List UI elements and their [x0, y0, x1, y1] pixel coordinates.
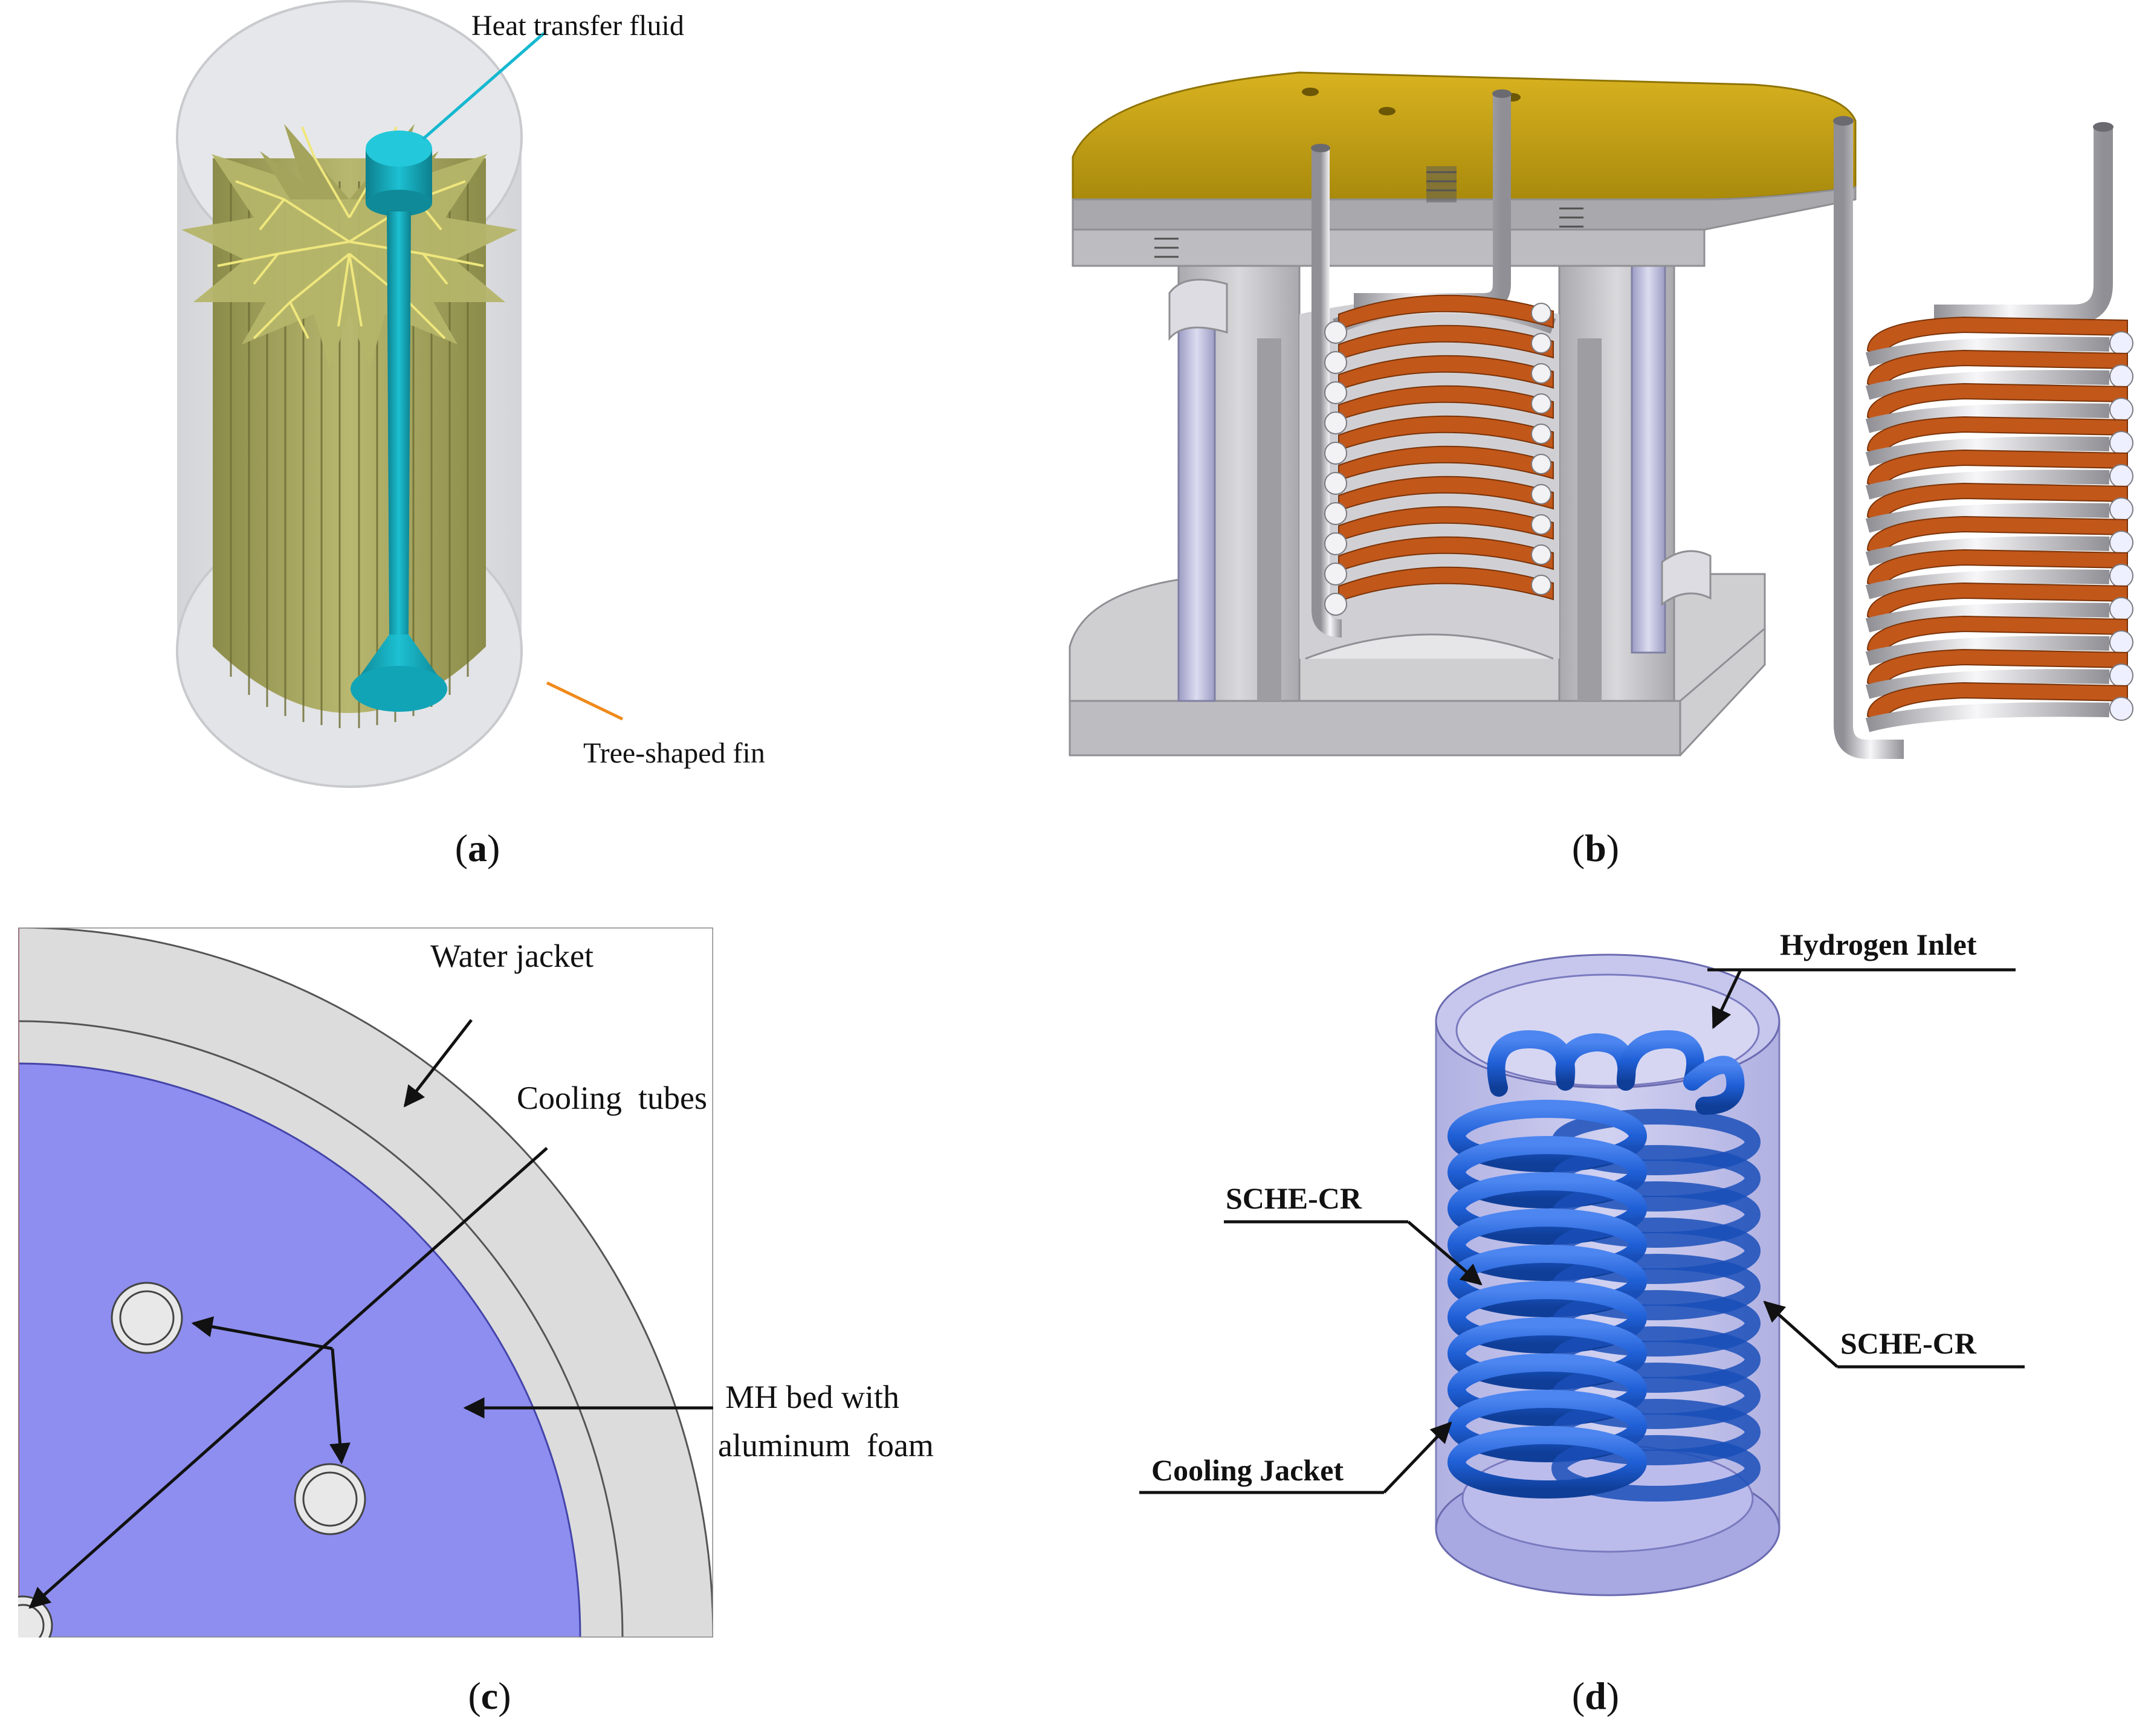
panel-c: Water jacket Cooling tubes MH bed with a… — [18, 928, 934, 1717]
cutaway-fin — [1324, 566, 1554, 616]
caption-b-letter: b — [1585, 827, 1606, 870]
standalone-coil — [1833, 116, 2114, 759]
coil-turn — [1447, 1426, 1761, 1502]
cutaway-fin — [1324, 415, 1554, 465]
fin-bundle — [181, 124, 518, 728]
pointer-sche-cr-left — [1407, 1221, 1483, 1286]
standalone-fin — [1865, 349, 2133, 400]
top-coil-loops — [1487, 1030, 1745, 1145]
cutaway-fin — [1324, 385, 1554, 434]
standalone-fin — [1865, 416, 2133, 466]
label-heat-transfer-fluid: Heat transfer fluid — [471, 10, 684, 42]
cutaway-fin — [1324, 506, 1554, 555]
standalone-fin — [1865, 449, 2133, 500]
standalone-fin — [1865, 549, 2133, 599]
lid-plate — [1072, 71, 1857, 267]
leader-heat-transfer-fluid — [422, 32, 545, 140]
standalone-fin — [1865, 316, 2133, 367]
caption-d: (d) — [1572, 1674, 1619, 1717]
cutaway-fin — [1324, 294, 1554, 344]
caption-b: (b) — [1572, 827, 1619, 870]
standalone-fin — [1865, 648, 2133, 699]
helical-coils — [1447, 1100, 1761, 1502]
cooling-tube-1 — [111, 1282, 183, 1354]
cutaway-fins — [1324, 294, 1554, 616]
arrow-cooling-tubes-1 — [191, 1316, 333, 1350]
label-mh-bed-line2: aluminum foam — [718, 1427, 934, 1463]
panel-b: (b) — [1069, 71, 2133, 870]
label-hydrogen-inlet: Hydrogen Inlet — [1780, 928, 1977, 961]
label-sche-cr-left: SCHE-CR — [1226, 1181, 1362, 1215]
standalone-fins — [1865, 316, 2133, 732]
caption-a-letter: a — [468, 827, 487, 870]
standalone-fin — [1865, 482, 2133, 533]
reactor-body — [1069, 240, 1766, 757]
cooling-tube-3 — [18, 1595, 53, 1638]
cutaway-fin — [1324, 536, 1554, 586]
cutaway-fin — [1324, 324, 1554, 374]
label-tree-shaped-fin: Tree-shaped fin — [583, 737, 765, 769]
standalone-fin — [1865, 382, 2133, 433]
arrow-water-jacket — [403, 1019, 473, 1108]
label-cooling-jacket: Cooling Jacket — [1151, 1453, 1344, 1487]
caption-d-letter: d — [1585, 1674, 1606, 1717]
arrow-cooling-tubes-2 — [329, 1348, 351, 1465]
arrow-cooling-tubes-main — [28, 1147, 548, 1609]
caption-c-letter: c — [481, 1674, 498, 1717]
standalone-fin — [1865, 615, 2133, 666]
panel-a: Heat transfer fluid Tree-shaped fin (a) — [176, 0, 765, 870]
pointer-cooling-jacket — [1383, 1421, 1452, 1494]
fluid-channel — [351, 131, 447, 712]
cutaway-fin — [1324, 355, 1554, 404]
standalone-fin — [1865, 682, 2133, 732]
label-mh-bed-line1: MH bed with — [725, 1379, 899, 1415]
panel-d: Hydrogen Inlet SCHE-CR SCHE-CR Cooling J… — [1139, 928, 2025, 1717]
label-water-jacket: Water jacket — [430, 938, 593, 974]
leader-tree-shaped-fin — [546, 681, 624, 721]
label-sche-cr-right: SCHE-CR — [1840, 1326, 1977, 1360]
cutaway-fin — [1324, 445, 1554, 495]
pointer-sche-cr-right — [1763, 1300, 1839, 1368]
caption-a: (a) — [455, 827, 500, 870]
cooling-tube-2 — [294, 1463, 366, 1535]
standalone-fin — [1865, 515, 2133, 566]
caption-c: (c) — [468, 1674, 511, 1717]
label-cooling-tubes: Cooling tubes — [517, 1080, 707, 1116]
pointer-hydrogen-inlet — [1712, 969, 1742, 1030]
cutaway-fin — [1324, 476, 1554, 525]
